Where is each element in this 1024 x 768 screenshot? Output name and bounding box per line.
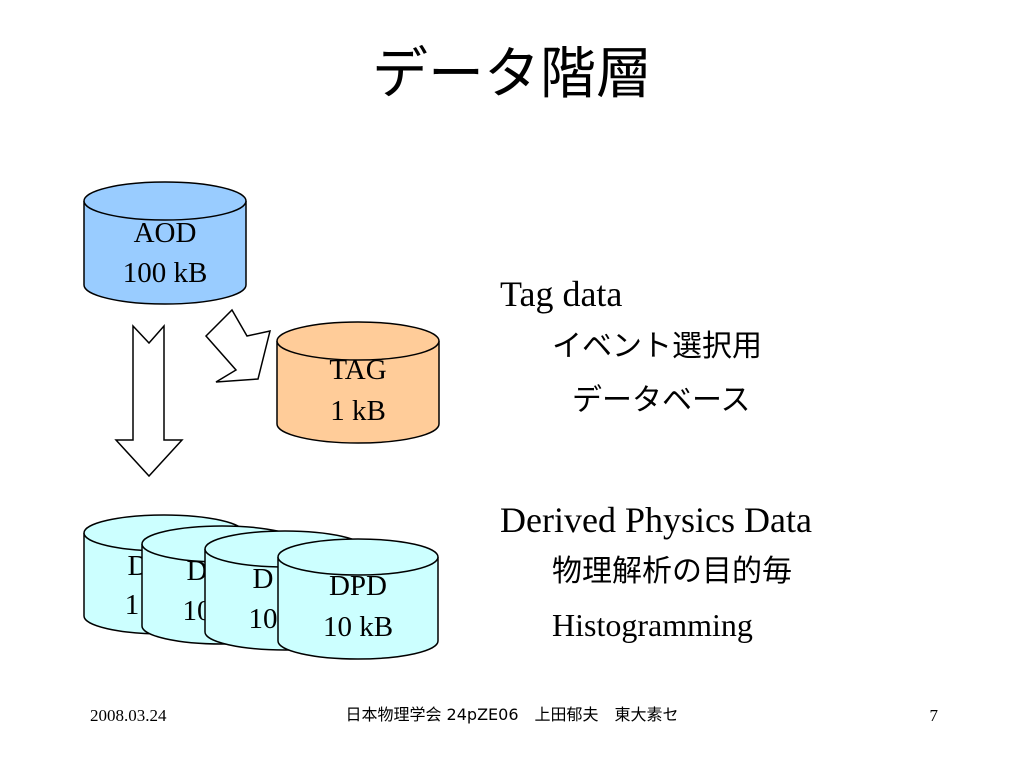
down-arrow — [114, 324, 184, 478]
tag-label: TAG — [329, 354, 386, 386]
dpd-description-line1: 物理解析の目的毎 — [552, 554, 792, 589]
aod-cylinder: AOD 100 kB — [83, 181, 247, 305]
tag-description-line1: イベント選択用 — [552, 329, 762, 364]
tag-cylinder: TAG 1 kB — [276, 321, 440, 444]
dpd-cylinder-3-size: 10 — [249, 603, 278, 635]
dpd-cylinder-1-size: 1 — [125, 589, 140, 621]
footer-presentation-info: 日本物理学会 24pZE06 上田郁夫 東大素セ — [345, 705, 679, 724]
tag-data-heading: Tag data — [500, 274, 623, 314]
aod-size: 100 kB — [123, 257, 208, 289]
dpd-cylinder-3-label: D — [253, 563, 274, 595]
aod-cylinder-top — [83, 181, 247, 221]
aod-cylinder-body — [83, 201, 247, 305]
tag-cylinder-top — [276, 321, 440, 361]
dpd-size: 10 kB — [323, 611, 393, 643]
dpd-cylinder-4-top — [277, 538, 439, 576]
footer-date: 2008.03.24 — [90, 706, 167, 725]
dpd-label: DPD — [329, 570, 387, 602]
tag-cylinder-body — [276, 341, 440, 444]
dpd-cylinder-2-label: D — [187, 555, 208, 587]
diagonal-arrow — [204, 308, 272, 383]
footer-page-number: 7 — [929, 706, 939, 725]
derived-physics-data-heading: Derived Physics Data — [500, 500, 812, 540]
dpd-cylinder-4-body — [277, 557, 439, 660]
aod-label: AOD — [134, 217, 197, 249]
dpd-description-line2: Histogramming — [552, 607, 753, 643]
slide-title: データ階層 — [372, 42, 652, 107]
tag-size: 1 kB — [330, 395, 386, 427]
tag-description-line2: データベース — [572, 383, 751, 418]
dpd-cylinder-4: DPD 10 kB — [277, 538, 439, 660]
